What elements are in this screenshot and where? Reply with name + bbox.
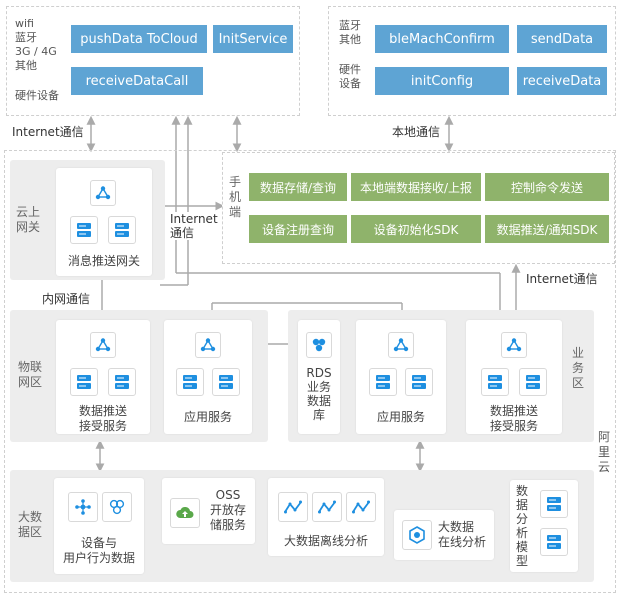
mobile-client-label: 手 机 端 [229, 175, 242, 219]
database-server-icon [481, 368, 509, 396]
push-data-to-cloud-button[interactable]: pushData ToCloud [71, 25, 207, 53]
rds-database-label: RDS 业务 数据 库 [306, 366, 332, 422]
database-server-icon [212, 368, 240, 396]
bigdata-zone: 大数 据区 设备与 用户行为数据 OSS 开放存 储服务 大数据离线分析 [10, 470, 594, 582]
oss-storage-card[interactable]: OSS 开放存 储服务 [162, 478, 255, 544]
database-server-icon [108, 216, 136, 244]
control-command-send-button[interactable]: 控制命令发送 [485, 173, 609, 201]
internet-link-label-right: Internet通信 [524, 272, 600, 286]
internet-link-label-middle: Internet 通信 [168, 212, 220, 240]
local-data-receive-report-button[interactable]: 本地端数据接收/上报 [351, 173, 481, 201]
database-server-icon [108, 368, 136, 396]
data-storage-query-button[interactable]: 数据存储/查询 [249, 173, 347, 201]
init-config-button[interactable]: initConfig [375, 67, 509, 95]
bigdata-offline-analysis-label: 大数据离线分析 [283, 534, 368, 548]
oss-storage-label: OSS 开放存 储服务 [209, 488, 246, 532]
trend-line-icon [312, 492, 342, 522]
receive-data-button[interactable]: receiveData [517, 67, 607, 95]
business-zone: 业 务 区 RDS 业务 数据 库 应用服务 数据推送 接受服务 [288, 310, 594, 442]
send-data-button[interactable]: sendData [517, 25, 607, 53]
rds-cluster-icon [306, 332, 332, 358]
protocol-other: 其他 [15, 59, 37, 72]
trend-line-icon [346, 492, 376, 522]
database-server-icon [176, 368, 204, 396]
bigdata-zone-label: 大数 据区 [18, 510, 43, 539]
business-data-push-receive-label: 数据推送 接受服务 [489, 404, 538, 433]
network-node-icon [90, 332, 116, 358]
database-server-icon [540, 528, 568, 556]
database-server-icon [405, 368, 433, 396]
trend-line-icon [278, 492, 308, 522]
hardware-device-panel-left: wifi 蓝牙 3G / 4G 其他 硬件设备 pushData ToCloud… [6, 6, 300, 116]
receive-data-call-button[interactable]: receiveDataCall [71, 67, 203, 95]
internet-link-label-left: Internet通信 [12, 125, 84, 139]
aliyun-region [4, 150, 616, 593]
data-analysis-model-label: 数 据 分 析 模 型 [515, 484, 528, 568]
hardware-device-panel-right: 蓝牙 其他 硬件 设备 bleMachConfirm sendData init… [328, 6, 616, 116]
database-server-icon [70, 216, 98, 244]
iot-app-service-card[interactable]: 应用服务 [164, 320, 252, 434]
mobile-client-panel: 手 机 端 数据存储/查询 本地端数据接收/上报 控制命令发送 设备注册查询 设… [222, 152, 615, 264]
device-user-behavior-label: 设备与 用户行为数据 [62, 536, 135, 565]
database-server-icon [540, 490, 568, 518]
network-node-icon [68, 492, 98, 522]
network-node-icon [90, 180, 116, 206]
device-init-sdk-button[interactable]: 设备初始化SDK [351, 215, 481, 243]
database-server-icon [70, 368, 98, 396]
rds-database-card[interactable]: RDS 业务 数据 库 [298, 320, 340, 434]
hardware-footer-label: 硬件设备 [15, 89, 59, 102]
local-link-label: 本地通信 [392, 125, 441, 139]
business-data-push-receive-card[interactable]: 数据推送 接受服务 [466, 320, 562, 434]
protocol-wifi: wifi [15, 17, 34, 30]
iot-data-push-receive-card[interactable]: 数据推送 接受服务 [56, 320, 150, 434]
hardware-right-bottom-label: 硬件 设备 [339, 63, 361, 90]
protocol-3g4g: 3G / 4G [15, 45, 57, 58]
init-service-button[interactable]: InitService [213, 25, 293, 53]
bigdata-online-analysis-card[interactable]: 大数据 在线分析 [394, 510, 494, 560]
cloud-gateway-zone: 云上 网关 消息推送网关 [10, 160, 165, 280]
cloud-gateway-zone-label: 云上 网关 [16, 205, 41, 234]
iot-zone-label: 物联 网区 [18, 360, 43, 389]
intranet-link-label: 内网通信 [40, 292, 93, 306]
bigdata-online-analysis-label: 大数据 在线分析 [438, 520, 487, 549]
network-node-icon [388, 332, 414, 358]
bigdata-offline-analysis-card[interactable]: 大数据离线分析 [268, 478, 384, 556]
network-node-icon [501, 332, 527, 358]
device-register-query-button[interactable]: 设备注册查询 [249, 215, 347, 243]
aliyun-label: 阿 里 云 [598, 430, 611, 474]
business-zone-label: 业 务 区 [572, 346, 585, 390]
cloud-upload-icon [170, 498, 200, 528]
cluster-circles-icon [102, 492, 132, 522]
ble-mach-confirm-button[interactable]: bleMachConfirm [375, 25, 509, 53]
iot-app-service-label: 应用服务 [183, 410, 232, 424]
database-server-icon [369, 368, 397, 396]
network-node-icon [195, 332, 221, 358]
message-push-gateway-card[interactable]: 消息推送网关 [56, 168, 152, 276]
iot-data-push-receive-label: 数据推送 接受服务 [78, 404, 127, 433]
data-analysis-model-card[interactable]: 数 据 分 析 模 型 [510, 480, 578, 572]
database-server-icon [519, 368, 547, 396]
business-app-service-card[interactable]: 应用服务 [356, 320, 446, 434]
online-analysis-icon [402, 520, 432, 550]
hardware-protocol-labels: wifi 蓝牙 3G / 4G 其他 [15, 17, 57, 73]
hardware-right-top-label: 蓝牙 其他 [339, 19, 361, 46]
message-push-gateway-label: 消息推送网关 [67, 254, 140, 268]
business-app-service-label: 应用服务 [376, 410, 425, 424]
iot-zone: 物联 网区 数据推送 接受服务 应用服务 [10, 310, 268, 442]
protocol-bluetooth: 蓝牙 [15, 31, 37, 44]
data-push-notify-sdk-button[interactable]: 数据推送/通知SDK [485, 215, 609, 243]
device-user-behavior-card[interactable]: 设备与 用户行为数据 [54, 478, 144, 574]
